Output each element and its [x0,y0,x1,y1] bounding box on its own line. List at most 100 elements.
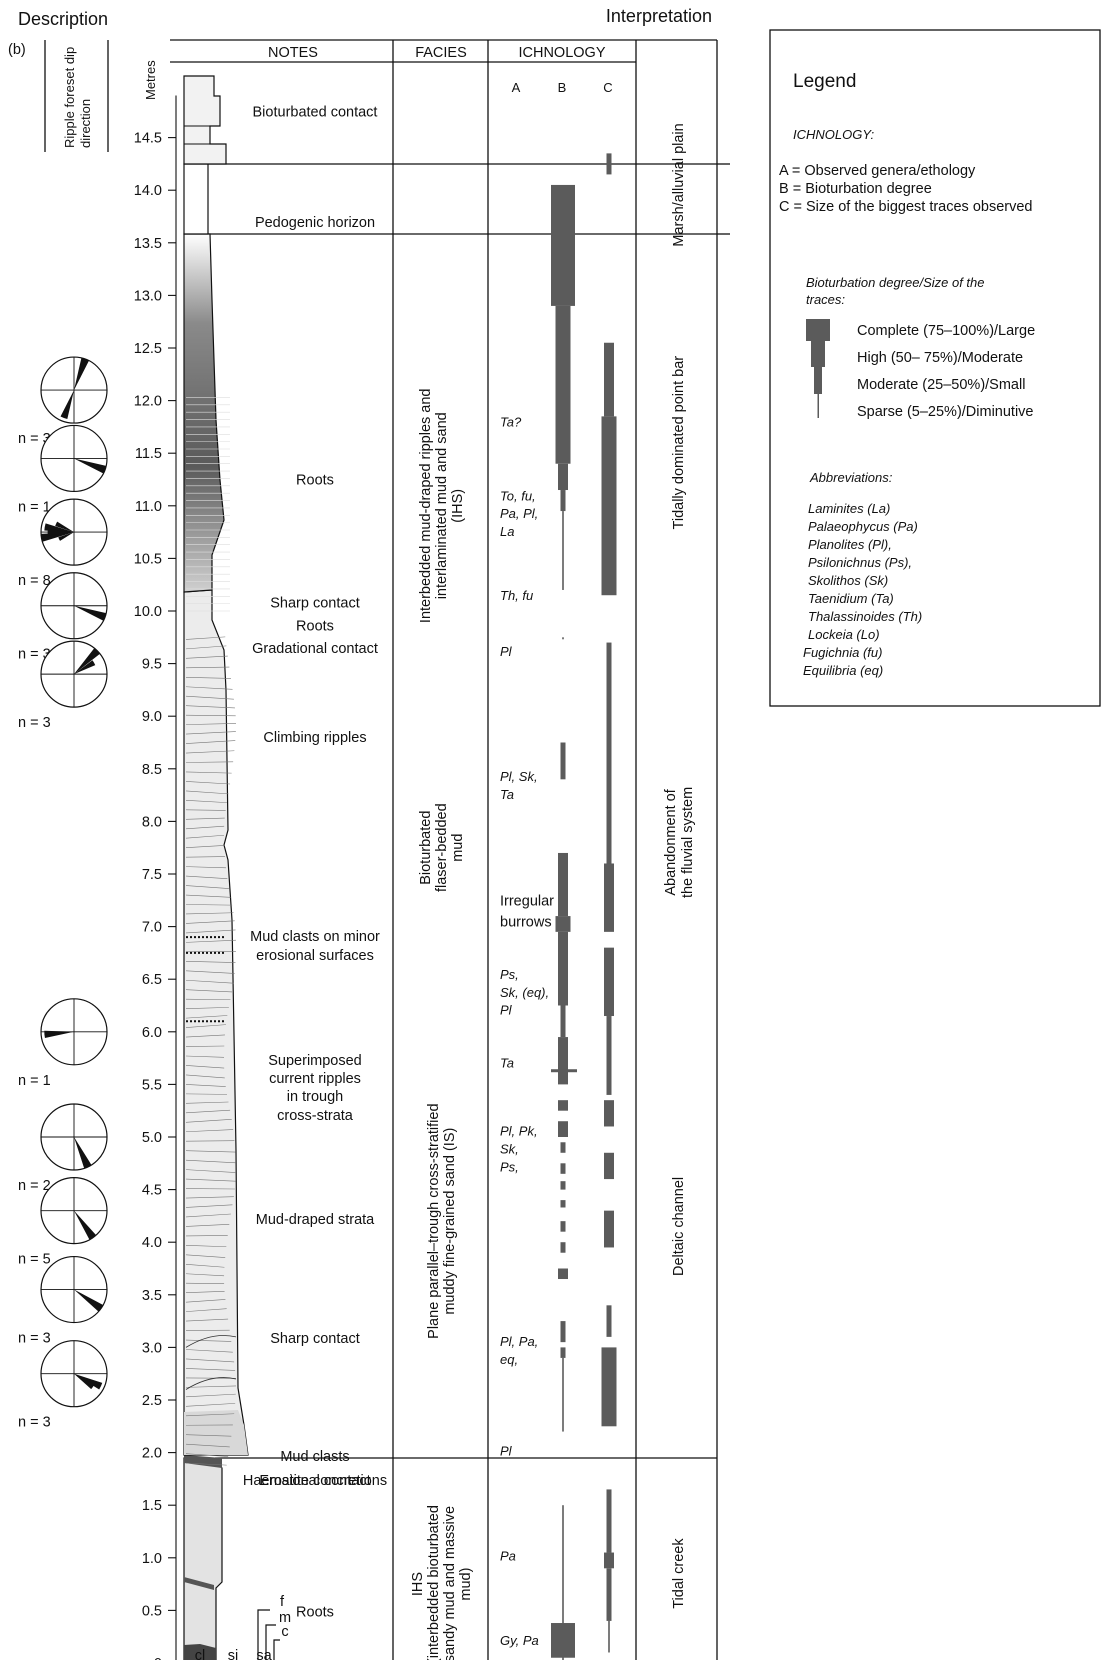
note-label: Mud clasts [280,1449,349,1465]
depth-tick-label: 13.5 [134,236,162,252]
facies-label: flaser-bedded [434,803,450,892]
interpretation-label: Deltaic channel [671,1177,687,1276]
ichno-genera-label: burrows [500,914,552,930]
sedimentary-log [184,76,248,1660]
trace-size-bar [607,1305,612,1337]
log-unit-pedogenic [184,164,208,234]
legend-bio-title-2: traces: [806,292,845,307]
depth-tick-label: 10.0 [134,604,162,620]
note-label: erosional surfaces [256,948,374,964]
ichno-genera-label: Gy, Pa [500,1633,539,1648]
legend-swatch-high [811,341,825,367]
depth-tick-label: 7.5 [142,867,162,883]
trace-size-bar [608,1621,610,1653]
note-label: Haematite concretions [243,1473,387,1489]
depth-tick-label: 4.5 [142,1183,162,1199]
ichno-genera-label: Irregular [500,893,554,909]
trace-size-column [602,153,617,1652]
facies-header: FACIES [415,45,467,61]
legend-swatch-moderate [814,367,822,394]
interpretation-label: Tidally dominated point bar [671,356,687,530]
legend-abbreviation: Planolites (Pl), [808,537,892,552]
bioturbation-bar [561,1163,566,1174]
legend-abbreviations: Laminites (La)Palaeophycus (Pa)Planolite… [803,501,922,678]
depth-tick-label: 11.0 [135,499,162,515]
interpretation-label: Tidal creek [671,1538,687,1609]
panel-label: (b) [8,42,26,58]
grain-sand-coarse: c [281,1624,288,1640]
depth-tick-label: 5.0 [142,1130,162,1146]
facies-label: sandy mud and massive [442,1506,458,1660]
depth-tick-label: 11.5 [135,446,162,462]
note-label: Climbing ripples [263,730,366,746]
legend-def-c: C = Size of the biggest traces observed [779,199,1033,215]
interpretation-label: Abandonment of [663,788,679,895]
interpretation-label: the fluvial system [680,787,696,898]
ichno-genera-label: Pa [500,1549,516,1564]
log-unit-ihs [184,234,224,592]
ichno-genera-label: Sk, [500,1142,519,1157]
grain-sand-fine: f [280,1594,285,1610]
legend-bio-complete: Complete (75–100%)/Large [857,323,1035,339]
ichno-genera-label: Pa, Pl, [500,506,538,521]
grain-clay: cl [195,1648,205,1660]
trace-size-bar [604,1553,614,1569]
ichno-genera-label: Ps, [500,967,519,982]
ripple-header-1: Ripple foreset dip [62,47,77,148]
ichnology-header: ICHNOLOGY [518,45,605,61]
ichno-genera-label: Ta? [500,415,522,430]
note-label: Sharp contact [270,596,359,612]
legend-abbreviation: Taenidium (Ta) [808,591,894,606]
interpretation-label: Marsh/alluvial plain [671,123,687,246]
facies-label: IHS [410,1572,426,1596]
ripple-header-2: direction [78,99,93,148]
log-mud-clast-lag [184,1410,248,1455]
facies-label: muddy fine-grained sand (IS) [442,1128,458,1315]
ichno-genera-label: Pl, Sk, [500,769,538,784]
note-label: current ripples [269,1071,361,1087]
trace-size-bar [604,1100,614,1126]
depth-tick-label: 8.0 [142,814,162,830]
facies-label: Plane parallel–trough cross-stratified [426,1103,442,1338]
legend-box: Legend ICHNOLOGY: A = Observed genera/et… [770,30,1100,706]
depth-tick-label: 0 [154,1656,162,1660]
bioturbation-degree-column [551,185,577,1660]
depth-tick-label: 12.0 [134,394,162,410]
ichno-genera-label: To, fu, [500,488,536,503]
bioturbation-bar [561,1347,566,1358]
legend-bio-title-1: Bioturbation degree/Size of the [806,275,985,290]
bioturbation-bar [556,916,571,932]
facies-label: (interbedded bioturbated [426,1505,442,1660]
ichno-genera-label: La [500,524,514,539]
depth-tick-label: 6.5 [142,972,162,988]
legend-swatch-sparse [818,394,820,418]
ichno-genera-label: Ps, [500,1159,519,1174]
depth-tick-label: 3.0 [142,1340,162,1356]
depth-tick-label: 14.5 [134,131,162,147]
legend-abbreviation: Laminites (La) [808,501,890,516]
ichno-genera-label: Ta [500,787,514,802]
depth-tick-label: 1.0 [142,1551,162,1567]
trace-size-bar [604,1153,614,1179]
log-unit-tidal-creek [184,1458,222,1660]
depth-tick-label: 2.0 [142,1446,162,1462]
depth-tick-label: 3.5 [142,1288,162,1304]
legend-abbreviation: Equilibria (eq) [803,663,883,678]
bioturbation-bar [562,1358,564,1432]
interpretation-heading: Interpretation [606,6,712,26]
legend-def-b: B = Bioturbation degree [779,181,932,197]
trace-size-bar [602,416,617,595]
bioturbation-bar [561,490,566,511]
bioturbation-bar [561,1142,566,1153]
note-label: Sharp contact [270,1331,359,1347]
ichno-genera-label: Pl [500,1443,513,1458]
bioturbation-bar [561,743,566,780]
depth-tick-label: 9.0 [142,709,162,725]
legend-abbreviation: Lockeia (Lo) [808,627,880,642]
note-label: Gradational contact [252,641,378,657]
bioturbation-bar [551,1623,575,1658]
depth-tick-label: 5.5 [142,1077,162,1093]
note-label: Superimposed [268,1053,362,1069]
